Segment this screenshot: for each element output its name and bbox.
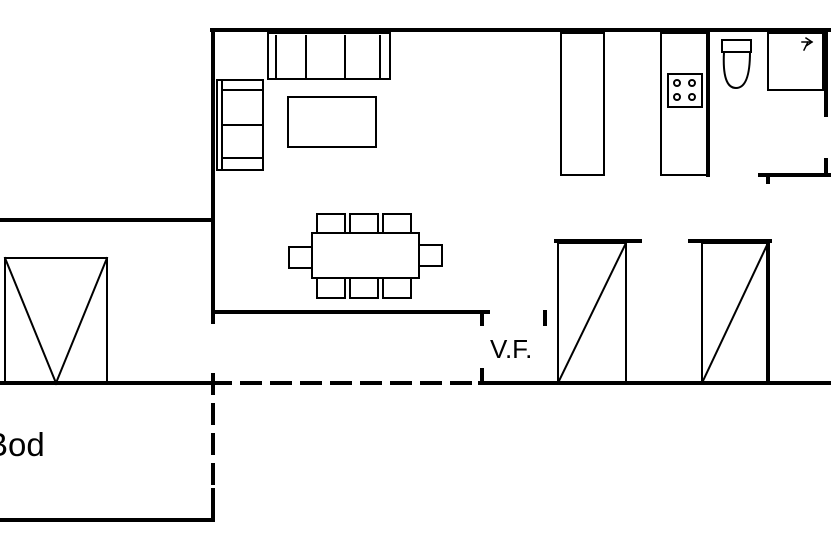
wardrobe-1 xyxy=(556,241,628,385)
coffee-table xyxy=(287,96,377,148)
dashed-walls xyxy=(210,373,482,492)
kitchen-counter xyxy=(660,32,708,176)
sofa-top xyxy=(267,32,391,80)
entrance-label: V.F. xyxy=(490,334,533,364)
stove xyxy=(667,73,703,108)
wardrobe-2 xyxy=(700,241,770,385)
storage-label: Bod xyxy=(0,426,45,463)
toilet xyxy=(721,39,752,90)
sofa-left xyxy=(216,79,264,171)
fridge-column xyxy=(560,32,605,176)
dining-set xyxy=(288,213,443,299)
storage-cabinet xyxy=(3,256,109,386)
shower xyxy=(767,32,824,91)
